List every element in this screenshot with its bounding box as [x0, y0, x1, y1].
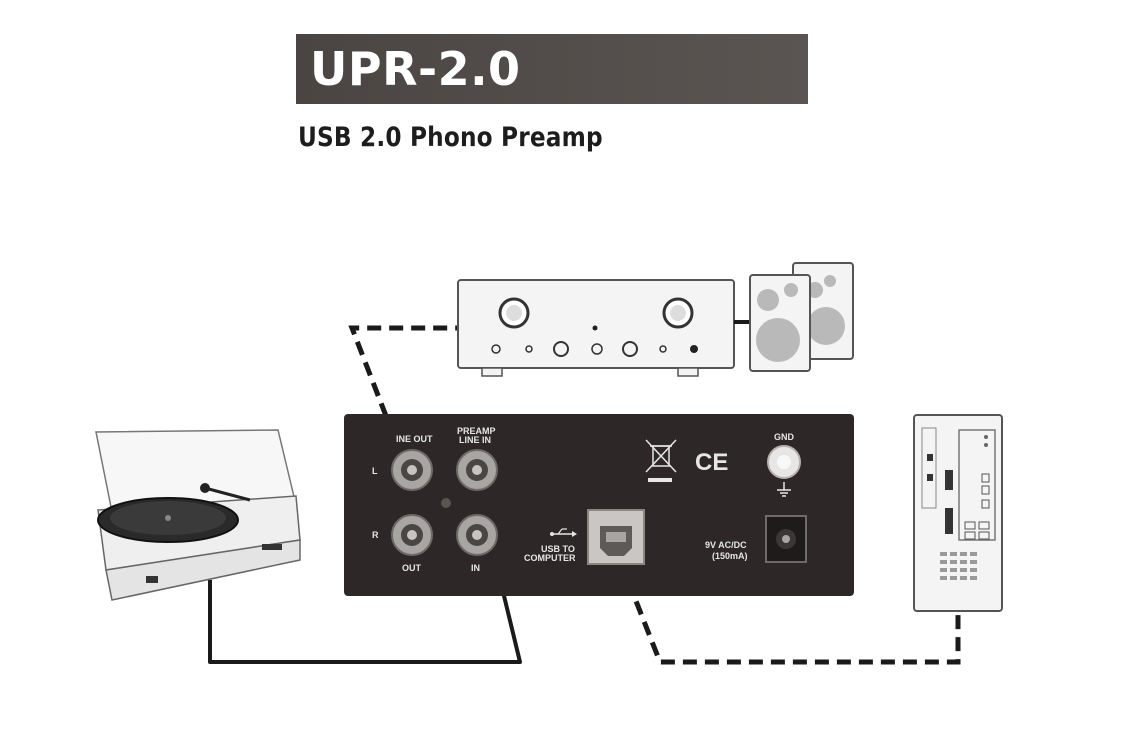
preamp-label-2: LINE IN	[459, 435, 491, 445]
usb-label-2: COMPUTER	[524, 553, 576, 563]
title-bar: UPR-2.0	[296, 34, 808, 104]
power-label-1: 9V AC/DC	[705, 540, 747, 550]
dc-power-jack	[765, 515, 807, 563]
right-marker: R	[372, 530, 379, 540]
amplifier	[457, 279, 735, 377]
panel-screw	[441, 498, 451, 508]
gnd-label: GND	[774, 432, 795, 442]
weee-bin-icon	[645, 439, 677, 482]
ce-mark: CE	[695, 449, 728, 476]
gnd-terminal	[767, 445, 801, 479]
upr-rear-panel: INE OUT PREAMP LINE IN L R OUT IN USB TO…	[344, 414, 854, 596]
subtitle: USB 2.0 Phono Preamp	[298, 122, 603, 153]
computer-tower	[913, 414, 1003, 612]
left-marker: L	[372, 466, 378, 476]
preamp-line-in-left-jack	[456, 449, 498, 491]
preamp-line-in-right-jack	[456, 514, 498, 556]
power-label-2: (150mA)	[712, 551, 748, 561]
usb-icon	[550, 528, 577, 537]
line-out-right-jack	[391, 514, 433, 556]
speakers	[749, 262, 854, 372]
out-label: OUT	[402, 563, 422, 573]
usb-label-1: USB TO	[541, 544, 575, 554]
usb-b-port	[587, 509, 645, 565]
turntable	[95, 429, 301, 601]
preamp-label-1: PREAMP	[457, 426, 496, 436]
line-out-label: INE OUT	[396, 434, 433, 444]
model-title: UPR-2.0	[310, 42, 521, 96]
in-label: IN	[471, 563, 480, 573]
ground-icon	[777, 482, 791, 497]
line-out-left-jack	[391, 449, 433, 491]
